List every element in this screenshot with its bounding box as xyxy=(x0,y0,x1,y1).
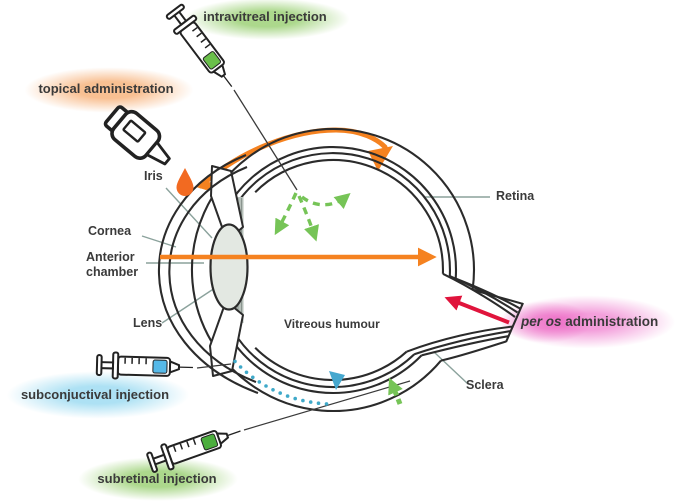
cornea-outer-arc xyxy=(157,154,259,394)
nerve-wall xyxy=(449,275,519,314)
subretinal-route-arrow xyxy=(388,377,403,405)
sclera-leader-line xyxy=(433,351,469,385)
diffusion-arrow-right xyxy=(300,192,351,210)
optic-nerve xyxy=(406,272,524,362)
sclera-inner-line-lower xyxy=(225,330,423,395)
label-per-os-italic: per os xyxy=(521,314,562,329)
label-vitreous-humour: Vitreous humour xyxy=(284,317,380,331)
subconjunctival-needle-line xyxy=(196,363,232,369)
diffusion-arrow-down xyxy=(297,195,319,242)
cornea-leader-line xyxy=(141,235,177,248)
intravitreal-needle-line xyxy=(233,89,298,191)
glow-per-os xyxy=(494,294,677,350)
syringe-icon-intravitreal xyxy=(165,3,233,88)
per-os-route-arrow xyxy=(444,295,510,325)
glow-intravitreal xyxy=(180,0,354,41)
glow-subconjunctival xyxy=(2,370,194,420)
label-lens: Lens xyxy=(133,316,163,330)
lens-shape xyxy=(209,223,249,311)
nerve-wall xyxy=(421,334,510,357)
diffusion-arrow-left xyxy=(274,192,298,236)
drop-icon xyxy=(176,168,194,197)
nerve-wall xyxy=(442,272,516,318)
cornea-inner-arc xyxy=(168,166,257,383)
choroid-line-upper xyxy=(232,152,451,277)
label-per-os-administration: per os administration xyxy=(521,314,658,329)
intravitreal-diffusion-arrows xyxy=(274,192,351,242)
label-anterior-chamber-line1: Anterior xyxy=(86,250,135,264)
nerve-wall xyxy=(406,325,514,353)
sclera-inner-line-upper xyxy=(225,145,458,279)
syringe-icon-subretinal xyxy=(146,429,241,473)
label-iris: Iris xyxy=(144,169,163,183)
retina-line-upper xyxy=(254,158,444,274)
subconjunctival-arrowhead xyxy=(329,371,345,390)
nerve-wall xyxy=(440,340,507,362)
nerve-wall xyxy=(413,329,512,356)
sclera-outer-line xyxy=(190,128,476,412)
leader-lines xyxy=(141,187,490,385)
label-retina: Retina xyxy=(496,189,535,203)
nerve-end-cap xyxy=(505,302,524,343)
syringe-icon-subconjunctival xyxy=(95,351,193,380)
label-per-os-rest: administration xyxy=(561,314,659,329)
eye-wall xyxy=(190,128,476,412)
lens-leader-line xyxy=(161,283,222,324)
label-subretinal-injection: subretinal injection xyxy=(97,471,217,486)
eye-dropper-icon xyxy=(103,105,171,166)
label-topical-administration: topical administration xyxy=(38,81,174,96)
glow-topical xyxy=(20,66,198,114)
subconjunctival-dotted-path xyxy=(233,359,329,406)
retina-line-lower xyxy=(254,347,408,382)
label-intravitreal-injection: intravitreal injection xyxy=(203,9,327,24)
topical-route-arrowhead xyxy=(368,146,393,171)
label-anterior-chamber-line2: chamber xyxy=(86,265,139,279)
label-anterior-chamber: Anterior chamber xyxy=(86,250,138,280)
topical-route-arrow xyxy=(198,127,388,189)
label-cornea: Cornea xyxy=(88,224,132,238)
choroid-line-lower xyxy=(232,331,416,389)
cornea-shape xyxy=(157,154,259,394)
label-subconjunctival-injection: subconjuctival injection xyxy=(20,387,170,402)
label-sclera: Sclera xyxy=(466,378,504,392)
